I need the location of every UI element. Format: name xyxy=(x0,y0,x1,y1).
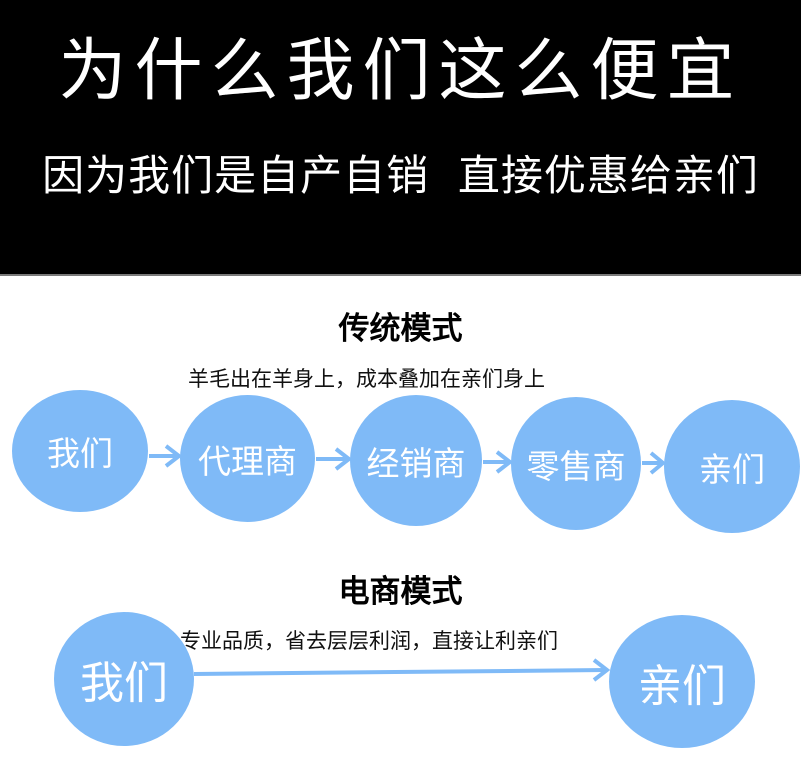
flow-node-label: 代理商 xyxy=(198,441,297,481)
header-banner: 为什么我们这么便宜 因为我们是自产自销 直接优惠给亲们 xyxy=(0,0,801,276)
flow-node-label: 零售商 xyxy=(526,446,626,486)
banner-subtitle: 因为我们是自产自销 直接优惠给亲们 xyxy=(42,151,759,200)
direct-node-customers: 亲们 xyxy=(609,615,755,748)
arrow-icon xyxy=(642,451,667,475)
flow-node-customers: 亲们 xyxy=(664,400,800,533)
traditional-model-title: 传统模式 xyxy=(338,311,463,347)
flow-node-distributor: 经销商 xyxy=(350,395,482,526)
flow-node-us: 我们 xyxy=(12,390,148,512)
arrow-icon xyxy=(193,658,611,682)
traditional-model-note: 羊毛出在羊身上，成本叠加在亲们身上 xyxy=(188,367,545,391)
direct-node-label: 我们 xyxy=(80,658,168,709)
direct-node-label: 亲们 xyxy=(638,660,726,712)
direct-node-us: 我们 xyxy=(54,612,194,746)
arrow-icon xyxy=(316,447,353,471)
flow-node-label: 亲们 xyxy=(699,449,765,489)
flow-node-label: 我们 xyxy=(47,434,113,473)
arrow-icon xyxy=(149,444,183,468)
banner-title: 为什么我们这么便宜 xyxy=(58,32,743,111)
flow-node-label: 经销商 xyxy=(366,443,466,483)
ecommerce-model-note: 专业品质，省去层层利润，直接让利亲们 xyxy=(180,629,558,653)
flow-node-retailer: 零售商 xyxy=(511,397,641,530)
ecommerce-model-title: 电商模式 xyxy=(338,574,463,610)
arrow-icon xyxy=(483,450,514,474)
flow-node-agent: 代理商 xyxy=(180,395,315,522)
